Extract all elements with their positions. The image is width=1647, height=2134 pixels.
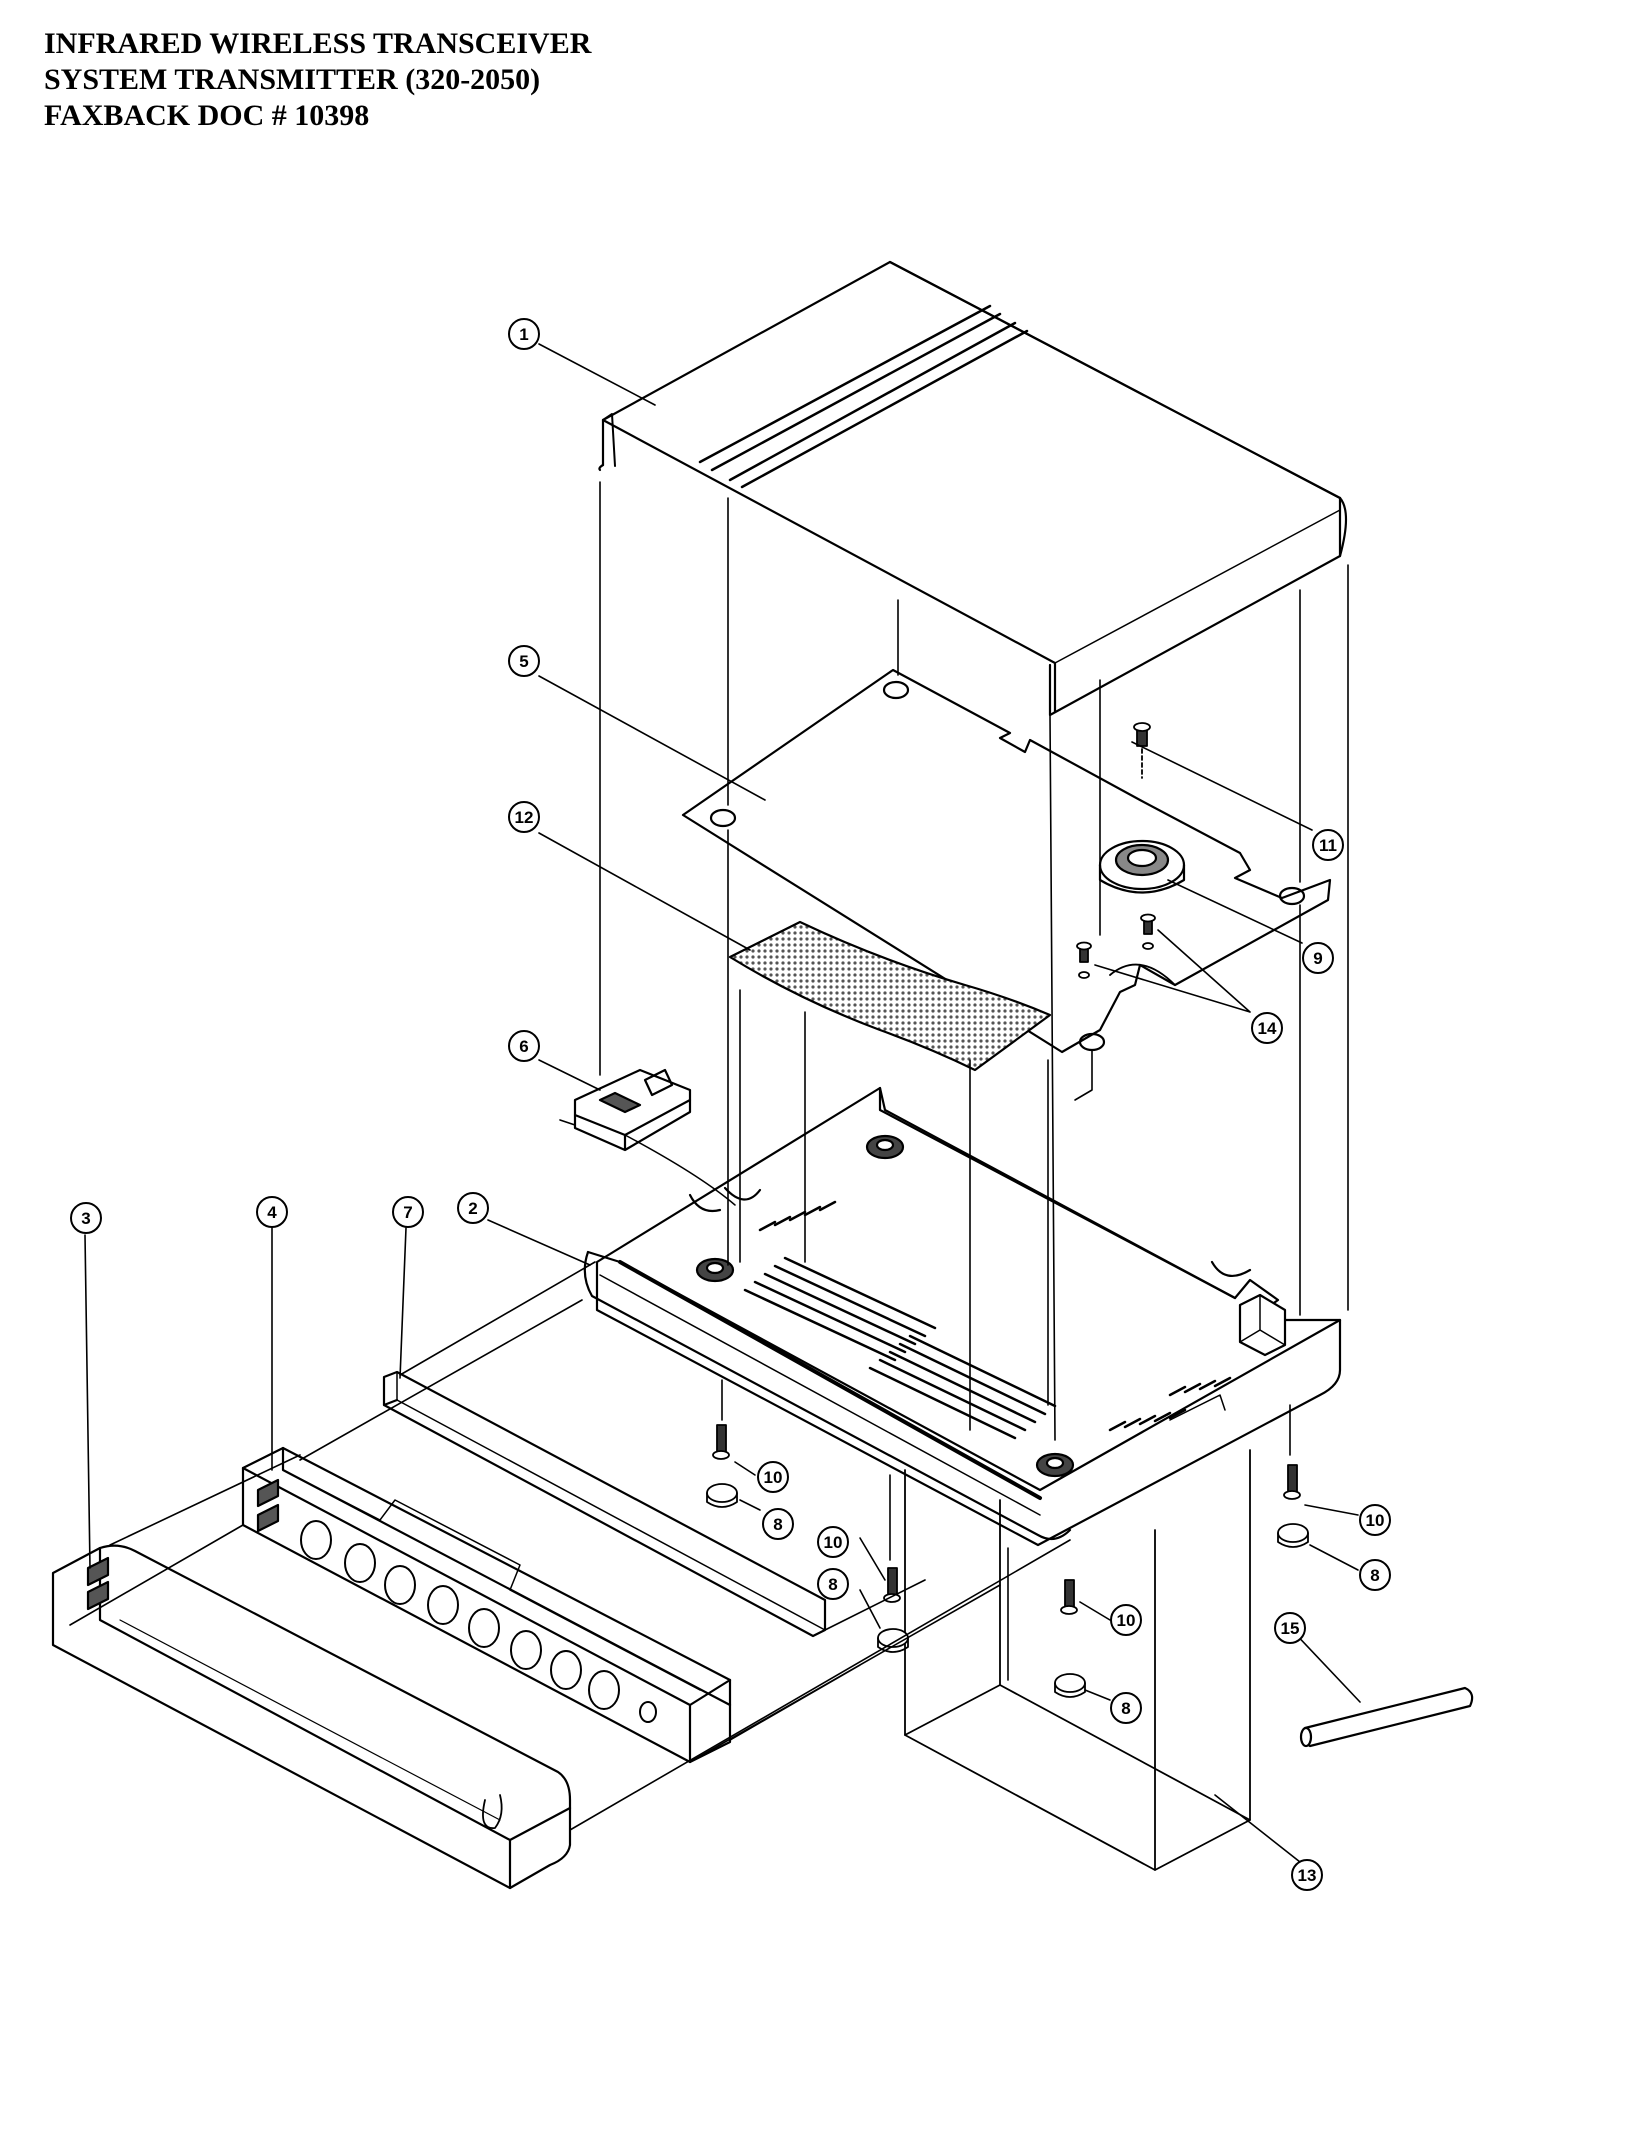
front-cover-part — [51, 1544, 572, 1890]
svg-text:7: 7 — [403, 1203, 412, 1222]
callout-8-b: 8 — [817, 1568, 849, 1600]
svg-text:9: 9 — [1313, 949, 1322, 968]
circuit-board-part — [681, 668, 1332, 1054]
callout-1: 1 — [508, 318, 540, 350]
svg-text:3: 3 — [81, 1209, 90, 1228]
svg-text:10: 10 — [1117, 1611, 1136, 1630]
callout-9: 9 — [1302, 942, 1334, 974]
svg-text:10: 10 — [1366, 1511, 1385, 1530]
svg-text:5: 5 — [519, 652, 528, 671]
callout-8-a: 8 — [762, 1508, 794, 1540]
callout-10-d: 10 — [1359, 1504, 1391, 1536]
callout-13: 13 — [1291, 1859, 1323, 1891]
header-title-line1: INFRARED WIRELESS TRANSCEIVER — [44, 27, 592, 60]
switch-connector-part — [573, 1068, 736, 1206]
callout-10-b: 10 — [817, 1526, 849, 1558]
document-header: INFRARED WIRELESS TRANSCEIVER SYSTEM TRA… — [44, 26, 591, 134]
callout-5: 5 — [508, 645, 540, 677]
callout-10-c: 10 — [1110, 1604, 1142, 1636]
callout-15: 15 — [1274, 1612, 1306, 1644]
svg-text:6: 6 — [519, 1037, 528, 1056]
svg-text:2: 2 — [468, 1199, 477, 1218]
callout-14: 14 — [1251, 1012, 1283, 1044]
svg-text:14: 14 — [1258, 1019, 1277, 1038]
callout-3: 3 — [70, 1202, 102, 1234]
header-title-line2: SYSTEM TRANSMITTER (320-2050) — [44, 63, 541, 96]
callout-8-d: 8 — [1359, 1559, 1391, 1591]
svg-text:10: 10 — [764, 1468, 783, 1487]
svg-text:10: 10 — [824, 1533, 843, 1552]
callout-leader-lines — [84, 343, 1361, 1863]
svg-text:15: 15 — [1281, 1619, 1300, 1638]
callout-8-c: 8 — [1110, 1692, 1142, 1724]
callout-12: 12 — [508, 801, 540, 833]
screws-board — [1076, 722, 1156, 979]
svg-text:13: 13 — [1298, 1866, 1317, 1885]
assembly-guide-lines — [69, 481, 1349, 1831]
svg-text:11: 11 — [1319, 836, 1337, 855]
callout-7: 7 — [392, 1196, 424, 1228]
svg-text:8: 8 — [1370, 1566, 1379, 1585]
svg-text:1: 1 — [519, 325, 528, 344]
svg-text:8: 8 — [828, 1575, 837, 1594]
top-cover-part — [598, 260, 1348, 717]
shield-mesh-part — [728, 920, 1052, 1072]
base-part — [583, 1086, 1342, 1547]
callout-6: 6 — [508, 1030, 540, 1062]
callout-11: 11 — [1312, 829, 1344, 861]
bezel-part — [241, 1446, 732, 1764]
box-part — [904, 1449, 1251, 1871]
svg-text:12: 12 — [515, 808, 534, 827]
rod-part — [1299, 1686, 1474, 1748]
callout-10-a: 10 — [757, 1461, 789, 1493]
svg-text:8: 8 — [1121, 1699, 1130, 1718]
svg-text:4: 4 — [267, 1203, 277, 1222]
ir-sensor-part — [1098, 839, 1186, 894]
svg-text:8: 8 — [773, 1515, 782, 1534]
callout-4: 4 — [256, 1196, 288, 1228]
callout-2: 2 — [457, 1192, 489, 1224]
header-doc-number: FAXBACK DOC # 10398 — [44, 99, 370, 132]
